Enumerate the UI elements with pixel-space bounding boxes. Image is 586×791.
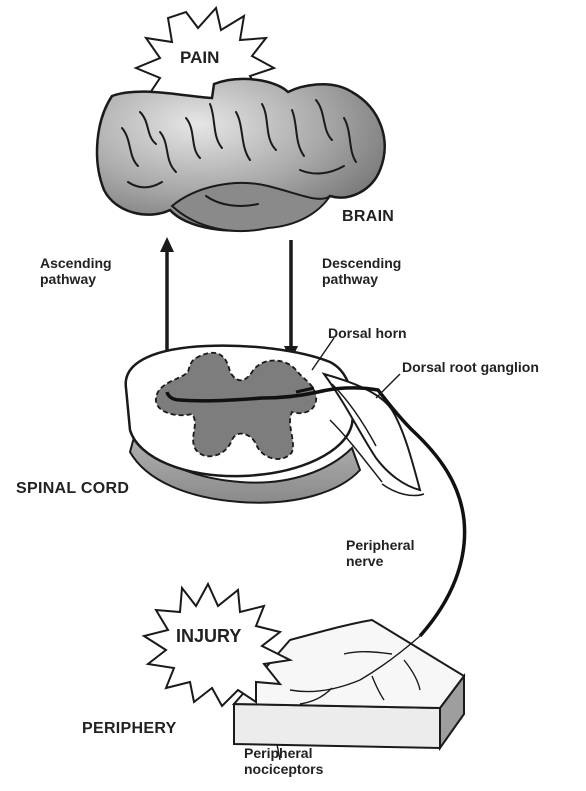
descending-pathway-label: Descending pathway [322, 256, 401, 287]
dorsal-horn-label: Dorsal horn [328, 326, 407, 342]
peripheral-nerve-label: Peripheral nerve [346, 538, 414, 569]
injury-label: INJURY [176, 626, 241, 647]
peripheral-nociceptors-label: Peripheral nociceptors [244, 746, 323, 777]
peripheral-nociceptors-line-1: Peripheral [244, 746, 323, 762]
brain-label: BRAIN [342, 208, 394, 226]
dorsal-root-ganglion-label: Dorsal root ganglion [402, 360, 539, 376]
ascending-line-2: pathway [40, 272, 112, 288]
peripheral-nerve-line-1: Peripheral [346, 538, 414, 554]
ascending-pathway-label: Ascending pathway [40, 256, 112, 287]
peripheral-nociceptors-line-2: nociceptors [244, 762, 323, 778]
descending-line-2: pathway [322, 272, 401, 288]
ascending-line-1: Ascending [40, 256, 112, 272]
peripheral-nerve-line-2: nerve [346, 554, 414, 570]
pain-label: PAIN [180, 48, 219, 68]
spinal-cord-label: SPINAL CORD [16, 480, 129, 498]
spinal-cord-illustration [126, 346, 424, 503]
descending-arrow [284, 240, 298, 361]
descending-line-1: Descending [322, 256, 401, 272]
periphery-label: PERIPHERY [82, 720, 177, 738]
